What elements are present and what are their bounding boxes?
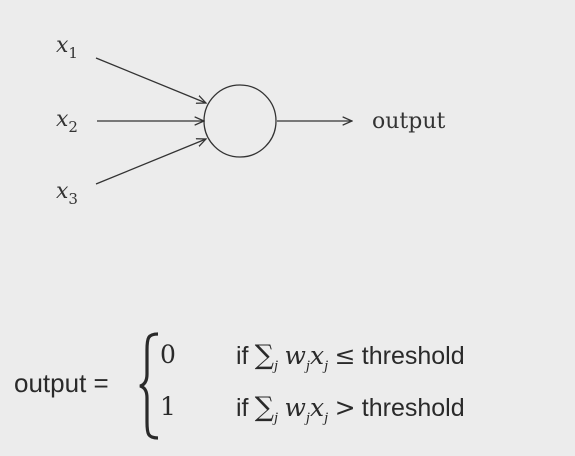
input-sub: j (324, 358, 329, 374)
case-value: 1 (160, 392, 176, 421)
if-word: if (236, 342, 249, 370)
input-label-x1: x1 (56, 33, 78, 62)
weight-var: w (284, 393, 306, 422)
weight-sub: j (305, 358, 311, 374)
sum-index: j (274, 358, 279, 374)
formula-lhs: output = (14, 368, 109, 398)
input-var: x (310, 341, 325, 370)
relation-symbol: ≤ (334, 341, 356, 370)
if-word: if (236, 394, 249, 422)
case-row-zero: 0 if ∑j wjxj ≤ threshold (160, 340, 560, 380)
case-condition: if ∑j wjxj > threshold (236, 392, 465, 426)
input-arrow-1 (95, 57, 206, 103)
input-label-x2: x2 (56, 107, 78, 136)
sum-symbol: ∑ (254, 340, 275, 371)
neuron-node (203, 84, 277, 158)
weight-sub: j (305, 410, 311, 426)
input-var: x (310, 393, 325, 422)
output-label: output (372, 109, 446, 134)
relation-symbol: > (334, 393, 356, 422)
output-formula: output = 0 if ∑j wjxj ≤ threshold 1 if ∑… (14, 330, 569, 442)
input-label-x3: x3 (56, 179, 78, 208)
sum-index: j (274, 410, 279, 426)
weight-var: w (284, 341, 306, 370)
left-brace (139, 332, 159, 440)
case-row-one: 1 if ∑j wjxj > threshold (160, 392, 560, 432)
input-arrow-3 (95, 139, 206, 185)
sum-symbol: ∑ (254, 392, 275, 423)
threshold-word: threshold (361, 342, 465, 370)
input-sub: j (324, 410, 329, 426)
threshold-word: threshold (361, 394, 465, 422)
case-condition: if ∑j wjxj ≤ threshold (236, 340, 465, 374)
case-value: 0 (160, 340, 176, 369)
